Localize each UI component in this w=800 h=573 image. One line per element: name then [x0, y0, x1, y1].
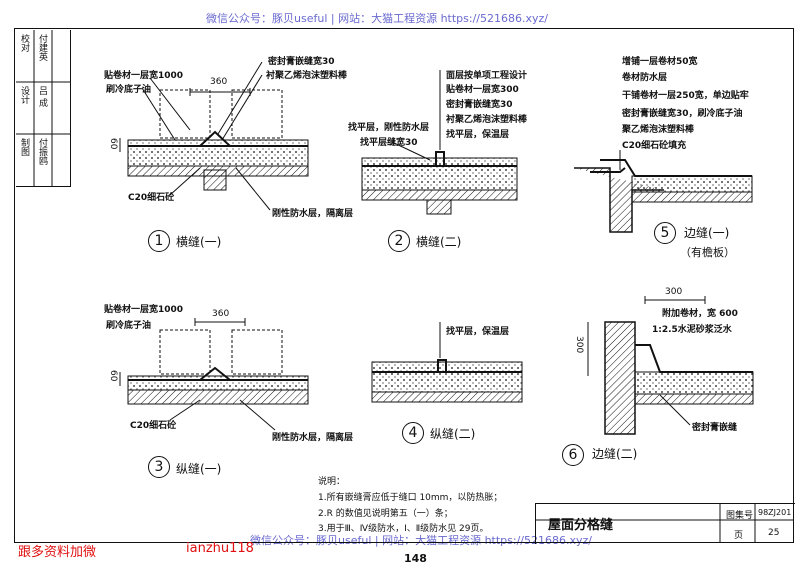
d1-dim-360: 360: [210, 77, 228, 87]
d1-label-sealant: 密封膏嵌缝宽30: [268, 57, 335, 67]
d5-label-fill: C20细石砼填充: [622, 141, 687, 151]
d2-number: 2: [388, 230, 410, 252]
d6-dim-top: 300: [665, 287, 683, 297]
d2-label-backer-rod: 衬聚乙烯泡沫塑料棒: [446, 115, 528, 125]
d5-caption: 边缝(一): [684, 226, 730, 240]
d3-label-rigid-layer: 刚性防水层，隔离层: [272, 433, 354, 443]
side-name-design: 吕 成: [37, 86, 47, 107]
d2-label-insulation: 找平层，保温层: [446, 130, 510, 140]
d1-label-membrane: 贴卷材一层宽1000: [104, 71, 184, 81]
d5-label-extra: 增铺一层卷材50宽: [622, 57, 698, 67]
d3-number: 3: [148, 456, 170, 478]
d2-caption: 横缝(二): [416, 235, 462, 249]
notes-item-1: 1.所有嵌缝膏应低于缝口 10mm，以防热胀；: [318, 493, 503, 503]
d6-label-extra: 附加卷材，宽 600: [662, 309, 738, 319]
side-name-drafter: 付振鸥: [37, 138, 47, 165]
d3-label-membrane: 贴卷材一层宽1000: [104, 305, 184, 315]
d3-dim-360: 360: [212, 309, 230, 319]
d5-subcaption: （有檐板）: [680, 246, 735, 259]
watermark-bottom: 微信公众号：豚贝useful | 网站：大猫工程资源 https://52168…: [250, 534, 592, 547]
d3-label-concrete: C20细石砼: [130, 421, 177, 431]
promo-left: 跟多资料加微: [18, 545, 97, 560]
d5-label-waterproof: 卷材防水层: [622, 73, 668, 83]
page-number-box: 25: [768, 528, 780, 538]
side-name-check: 付建英: [37, 34, 47, 61]
promo-right: ianzhu118: [186, 541, 254, 556]
d6-label-mortar: 1:2.5水泥砂浆泛水: [652, 325, 732, 335]
notes-item-3: 3.用于Ⅲ、Ⅳ级防水，Ⅰ、Ⅱ级防水见 29页。: [318, 524, 489, 534]
side-title-block: 校对 设计 制图 付建英 吕 成 付振鸥: [16, 30, 71, 187]
d2-label-finish: 面层按单项工程设计: [446, 71, 528, 81]
d1-dim-60: 60: [108, 138, 118, 150]
d2-label-gap: 找平层缝宽30: [360, 138, 418, 148]
d1-label-concrete: C20细石砼: [128, 193, 175, 203]
d3-caption: 纵缝(一): [176, 462, 222, 476]
d6-number: 6: [562, 444, 584, 466]
d4-label-insulation: 找平层，保温层: [446, 327, 510, 337]
d5-label-backer-rod: 聚乙烯泡沫塑料棒: [622, 125, 695, 135]
watermark-top: 微信公众号：豚贝useful | 网站：大猫工程资源 https://52168…: [206, 12, 548, 25]
d2-label-sealant: 密封膏嵌缝宽30: [446, 100, 513, 110]
d1-label-backer-rod: 衬聚乙烯泡沫塑料棒: [266, 71, 348, 81]
atlas-number: 98ZJ201: [758, 508, 792, 517]
d6-caption: 边缝(二): [592, 447, 638, 461]
d5-label-dry-laid: 干铺卷材一层250宽，单边贴牢: [622, 91, 749, 101]
notes-item-2: 2.R 的数值见说明第五（一）条；: [318, 509, 453, 519]
d5-number: 5: [654, 222, 676, 244]
side-label-drafter: 制图: [19, 138, 29, 156]
page-number: 148: [404, 552, 427, 565]
d3-label-primer: 刷冷底子油: [106, 321, 152, 331]
d1-label-primer: 刷冷底子油: [106, 85, 152, 95]
d2-label-rigid: 找平层，刚性防水层: [348, 123, 430, 133]
d4-number: 4: [402, 422, 424, 444]
d2-label-membrane: 贴卷材一层宽300: [446, 85, 519, 95]
d5-label-sealant: 密封膏嵌缝宽30，刷冷底子油: [622, 109, 743, 119]
drawing-title: 屋面分格缝: [548, 518, 614, 533]
d1-label-rigid-layer: 刚性防水层，隔离层: [272, 209, 354, 219]
d6-dim-side: 300: [574, 336, 584, 354]
page-label: 页: [734, 531, 744, 541]
notes-heading: 说明：: [318, 477, 346, 487]
side-label-check: 校对: [19, 34, 29, 52]
d4-caption: 纵缝(二): [430, 427, 476, 441]
drawing-frame: [14, 28, 794, 543]
d6-label-sealant: 密封膏嵌缝: [692, 423, 738, 433]
d3-dim-60: 60: [108, 370, 118, 382]
title-block: 屋面分格缝 图集号 98ZJ201 页 25: [535, 503, 795, 544]
side-label-design: 设计: [19, 86, 29, 104]
d1-caption: 横缝(一): [176, 235, 222, 249]
atlas-label: 图集号: [726, 511, 754, 521]
d1-number: 1: [148, 230, 170, 252]
